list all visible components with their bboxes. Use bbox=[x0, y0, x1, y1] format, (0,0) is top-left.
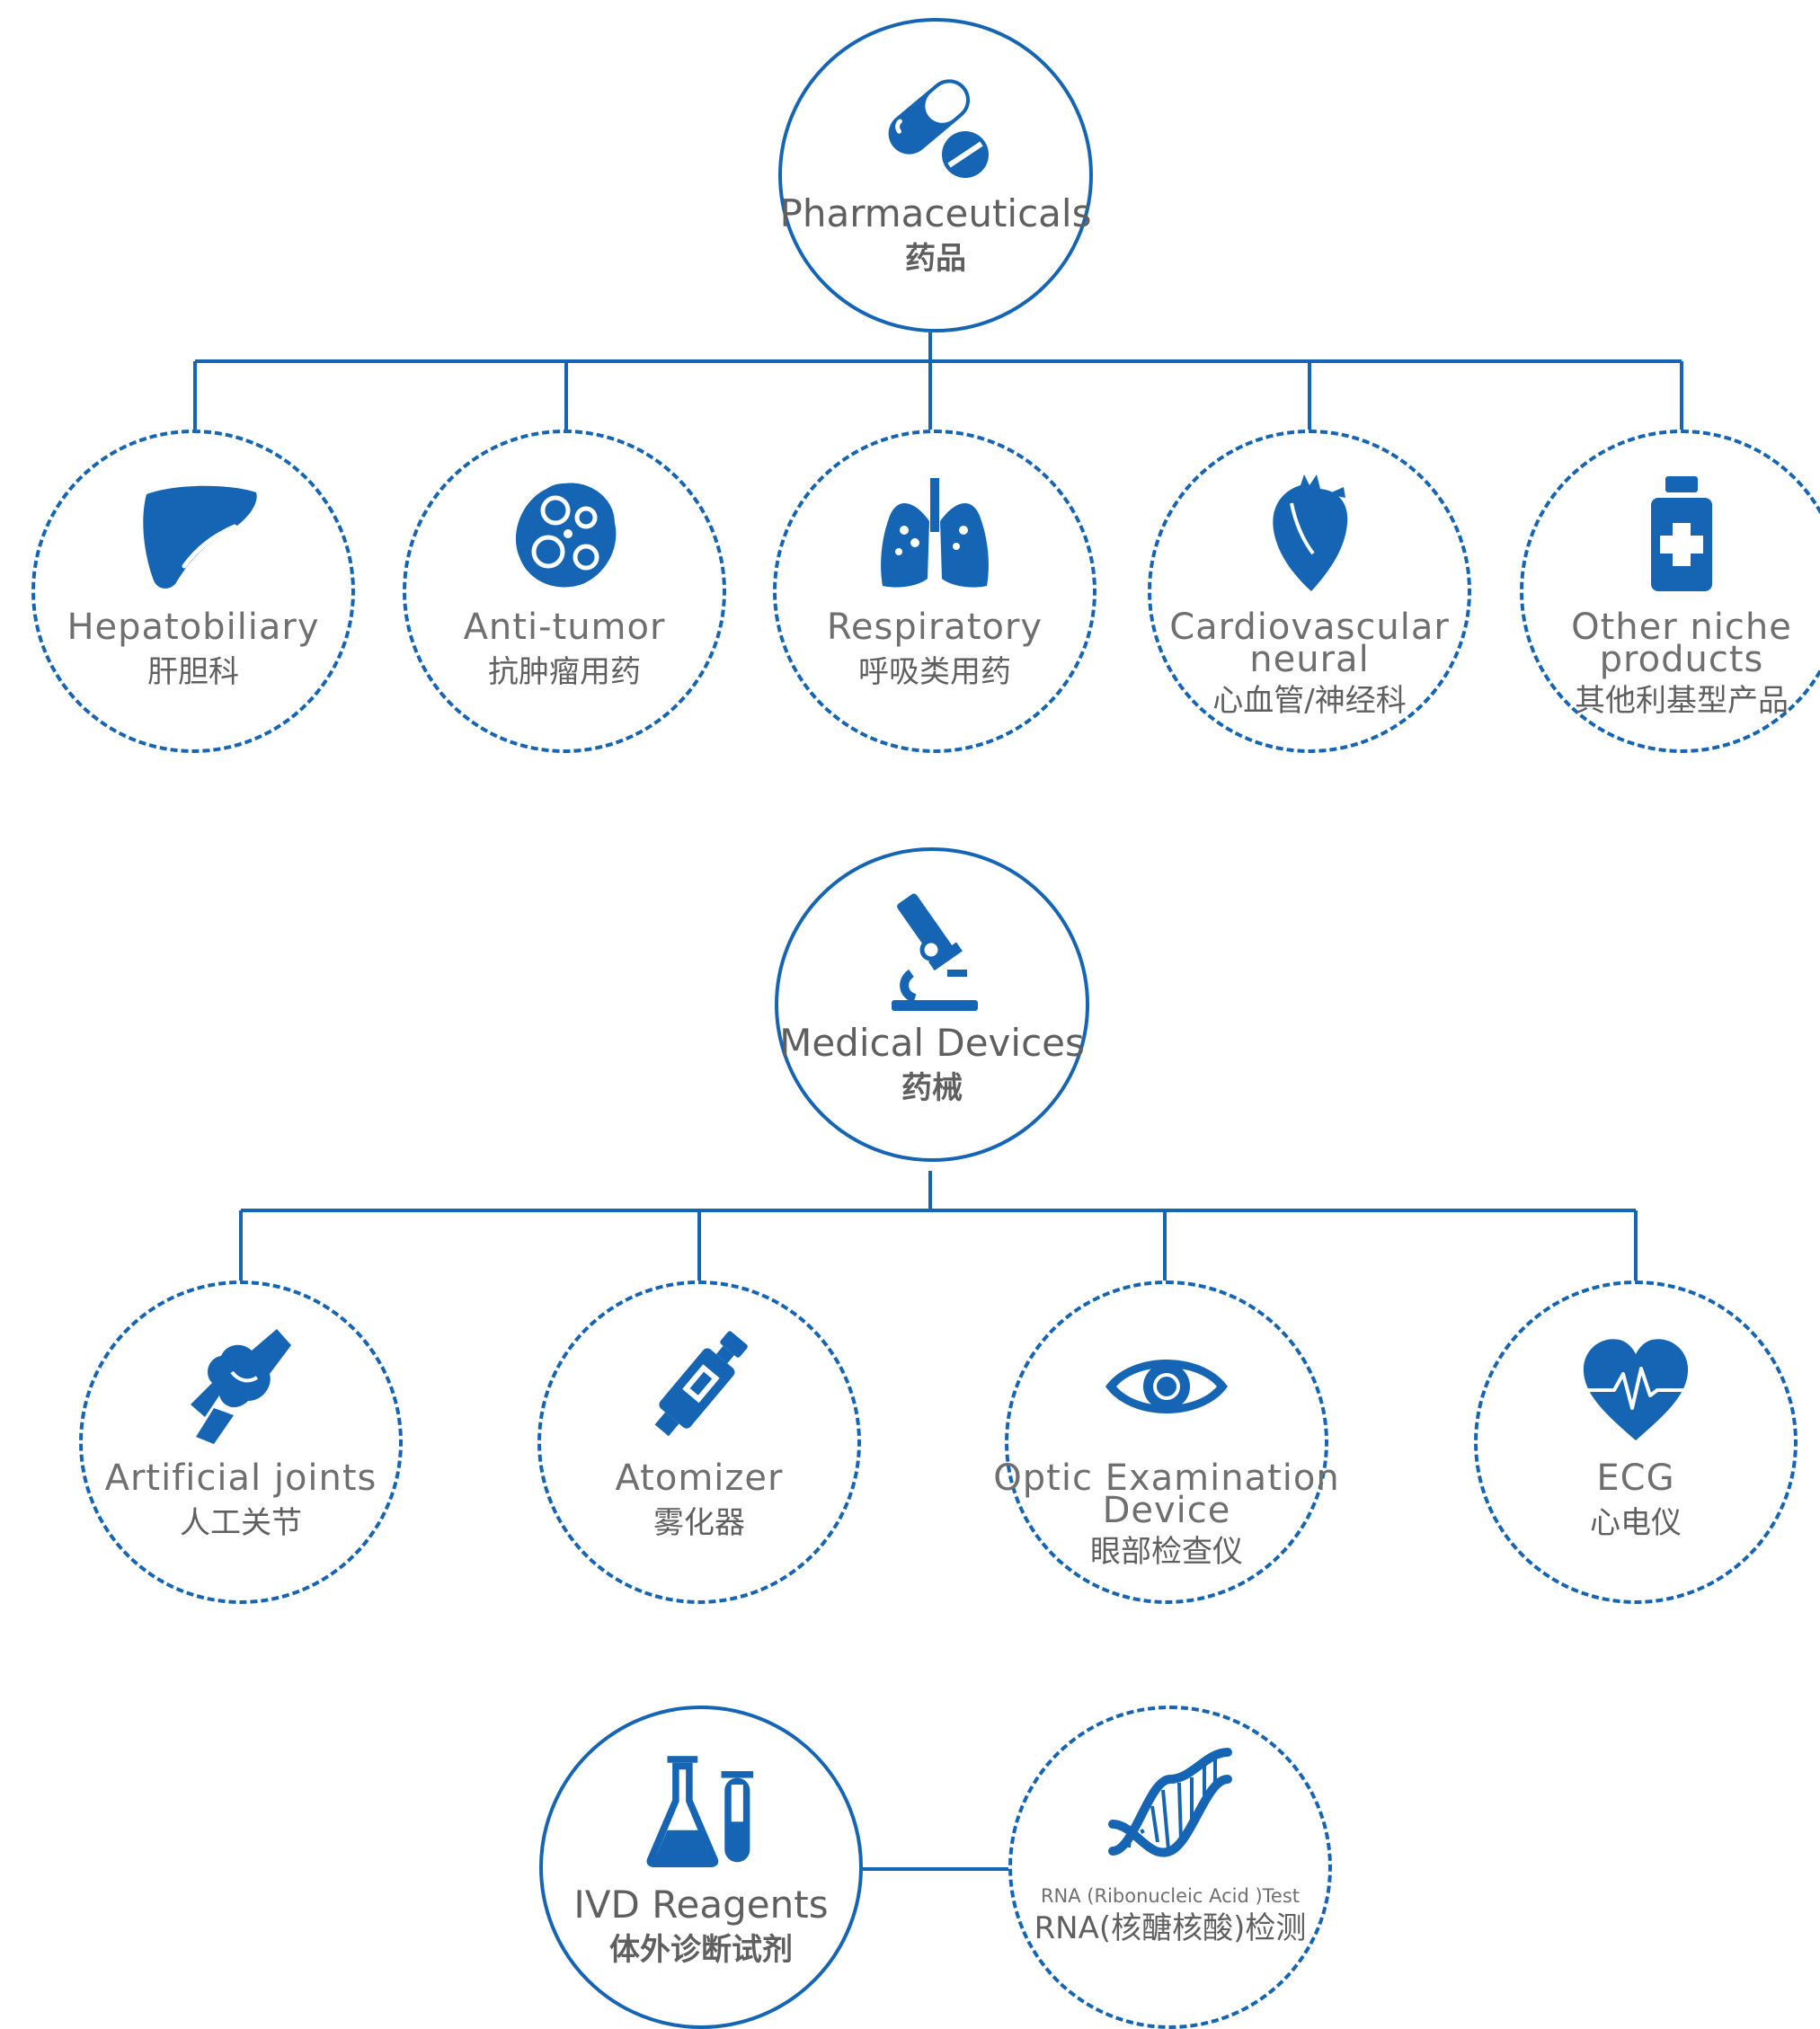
ivd-reagents-label-zh: 体外诊断试剂 bbox=[609, 1932, 793, 1968]
atomizer-icon bbox=[654, 1331, 748, 1437]
cardiovascular-label-zh: 心血管/神经科 bbox=[1212, 683, 1407, 719]
rna-test-label-zh: RNA(核醣核酸)检测 bbox=[1034, 1910, 1307, 1946]
dna-icon bbox=[1108, 1748, 1232, 1857]
eye-icon bbox=[1105, 1360, 1228, 1413]
other-niche-products-node: Other niche products 其他利基型产品 bbox=[1520, 430, 1820, 753]
ecg-label-en: ECG bbox=[1596, 1458, 1675, 1499]
other-niche-label-zh: 其他利基型产品 bbox=[1575, 683, 1789, 719]
anti-tumor-label-en: Anti-tumor bbox=[463, 607, 666, 648]
hepatobiliary-label-zh: 肝胆科 bbox=[147, 654, 239, 690]
atomizer-label-en: Atomizer bbox=[615, 1458, 784, 1499]
medical-devices-node: Medical Devices 药械 bbox=[775, 847, 1089, 1162]
atomizer-label-zh: 雾化器 bbox=[653, 1505, 745, 1541]
artificial-joints-label-zh: 人工关节 bbox=[180, 1505, 302, 1541]
knee-joint-icon bbox=[191, 1329, 291, 1444]
cardiovascular-node: Cardiovascular neural 心血管/神经科 bbox=[1148, 430, 1471, 753]
other-niche-label-en-line2: products bbox=[1599, 639, 1764, 680]
other-niche-label-en-line1: Other niche bbox=[1571, 607, 1792, 648]
cardiovascular-label-en-line1: Cardiovascular bbox=[1169, 607, 1450, 648]
hepatobiliary-node: Hepatobiliary 肝胆科 bbox=[31, 430, 355, 753]
medical-devices-label-en: Medical Devices bbox=[779, 1021, 1085, 1065]
lungs-icon bbox=[881, 478, 989, 588]
hepatobiliary-label-en: Hepatobiliary bbox=[67, 607, 320, 648]
artificial-joints-label-en: Artificial joints bbox=[104, 1458, 377, 1499]
atomizer-node: Atomizer 雾化器 bbox=[537, 1280, 861, 1604]
ecg-label-zh: 心电仪 bbox=[1590, 1505, 1682, 1541]
anti-tumor-label-zh: 抗肿瘤用药 bbox=[488, 654, 641, 690]
ecg-heart-icon bbox=[1583, 1339, 1689, 1440]
rna-test-label-en: RNA (Ribonucleic Acid )Test bbox=[1040, 1885, 1301, 1907]
microscope-icon bbox=[892, 893, 978, 1011]
ecg-node: ECG 心电仪 bbox=[1474, 1280, 1798, 1604]
capsule-pill-icon bbox=[888, 79, 989, 178]
cardiovascular-label-en-line2: neural bbox=[1249, 639, 1370, 680]
optic-examination-label-zh: 眼部检查仪 bbox=[1090, 1534, 1243, 1570]
artificial-joints-node: Artificial joints 人工关节 bbox=[79, 1280, 403, 1604]
heart-icon bbox=[1273, 474, 1348, 591]
pharmaceuticals-node: Pharmaceuticals 药品 bbox=[778, 18, 1093, 332]
optic-examination-label-en-line1: Optic Examination bbox=[993, 1458, 1340, 1499]
ivd-reagents-node: IVD Reagents 体外诊断试剂 bbox=[539, 1706, 863, 2029]
ivd-reagents-label-en: IVD Reagents bbox=[573, 1883, 829, 1927]
optic-examination-node: Optic Examination Device 眼部检查仪 bbox=[993, 1280, 1339, 1604]
tumor-cell-icon bbox=[515, 483, 617, 588]
rna-test-node: RNA (Ribonucleic Acid )Test RNA(核醣核酸)检测 bbox=[1008, 1706, 1332, 2029]
anti-tumor-node: Anti-tumor 抗肿瘤用药 bbox=[403, 430, 726, 753]
medicine-bottle-icon bbox=[1651, 476, 1712, 591]
medical-devices-label-zh: 药械 bbox=[901, 1070, 963, 1106]
respiratory-node: Respiratory 呼吸类用药 bbox=[773, 430, 1096, 753]
pharmaceuticals-label-en: Pharmaceuticals bbox=[779, 191, 1092, 235]
liver-icon bbox=[143, 485, 257, 589]
flask-test-tube-icon bbox=[646, 1756, 754, 1867]
respiratory-label-zh: 呼吸类用药 bbox=[858, 654, 1011, 690]
optic-examination-label-en-line2: Device bbox=[1102, 1490, 1231, 1531]
respiratory-label-en: Respiratory bbox=[826, 607, 1043, 648]
pharmaceuticals-label-zh: 药品 bbox=[905, 241, 966, 277]
